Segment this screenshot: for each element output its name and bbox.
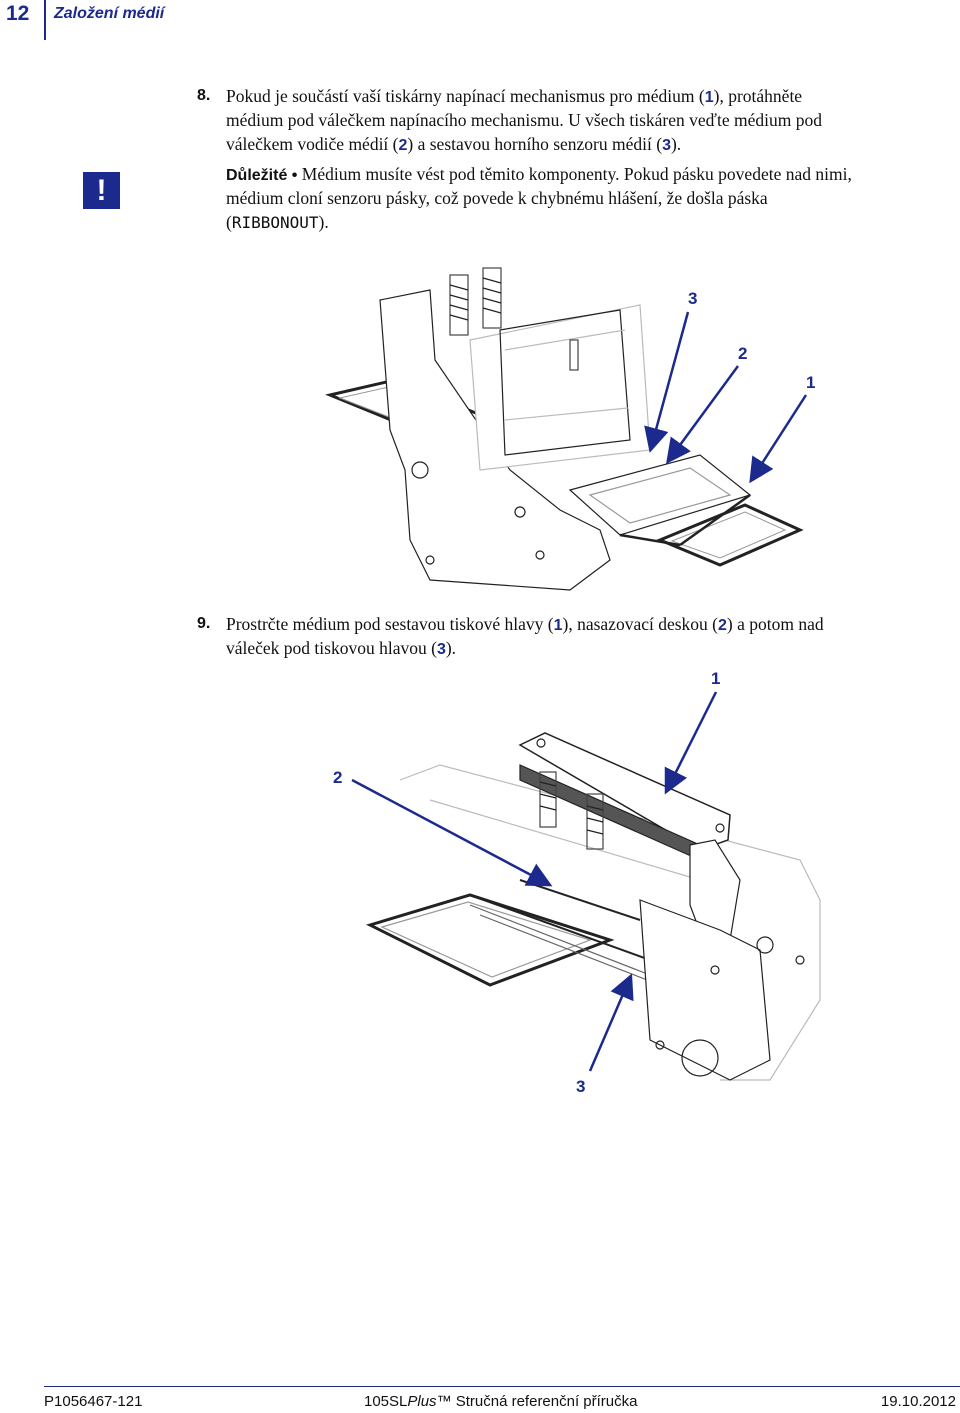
figure-1-illustration: [325, 267, 804, 591]
figure-1-callout-3: 3: [688, 289, 697, 308]
step-8-ref-3: 3: [662, 137, 671, 154]
step-8-line3c: ).: [670, 134, 682, 154]
figure-2-callout-2: 2: [333, 768, 342, 787]
footer-title-a: 105SL: [364, 1393, 408, 1410]
important-line3b: ).: [318, 212, 329, 232]
figure-1-arrow-3: [644, 311, 690, 453]
step-8-line1b: ), protáhněte: [713, 86, 803, 106]
page-number: 12: [6, 2, 30, 25]
step-9-line1c: ) a potom nad: [726, 614, 824, 634]
figure-2-illustration: [365, 732, 821, 1081]
step-8-line1a: Pokud je součástí vaší tiskárny napínací…: [226, 86, 705, 106]
figure-2-callout-3: 3: [576, 1077, 585, 1096]
footer-divider: [44, 1386, 960, 1387]
footer-title: 105SLPlus™ Stručná referenční příručka: [364, 1393, 637, 1410]
step-8-text: Pokud je součástí vaší tiskárny napínací…: [226, 84, 822, 156]
step-8-line3a: válečkem vodiče médií (: [226, 134, 399, 154]
warning-icon: !: [83, 172, 120, 209]
figure-1-callout-2: 2: [738, 344, 747, 363]
figure-2-arrow-3: [588, 973, 634, 1072]
footer-title-italic: Plus: [407, 1393, 437, 1410]
footer-doc-number: P1056467-121: [44, 1393, 143, 1410]
important-line3a: (: [226, 212, 232, 232]
step-8-ref-1: 1: [704, 89, 714, 106]
step-9-line2b: ).: [445, 638, 457, 658]
figure-1-arrow-2: [666, 365, 740, 465]
figure-2-arrow-2: [351, 778, 553, 887]
step-9-ref-1: 1: [553, 617, 563, 634]
important-label: Důležité •: [226, 167, 298, 184]
footer-title-b: ™ Stručná referenční příručka: [436, 1393, 638, 1410]
step-8-line2: médium pod válečkem napínacího mechanism…: [226, 110, 822, 130]
header-divider: [44, 0, 46, 40]
figure-1-callout-1: 1: [806, 373, 815, 392]
step-9-number: 9.: [197, 615, 211, 632]
figure-2-callout-1: 1: [711, 669, 720, 688]
important-note: Důležité • Médium musíte vést pod těmito…: [226, 162, 852, 234]
step-9-line2a: váleček pod tiskovou hlavou (: [226, 638, 437, 658]
figure-2-arrow-1: [664, 691, 718, 795]
step-8-line3b: ) a sestavou horního senzoru médií (: [407, 134, 663, 154]
step-8-number: 8.: [197, 87, 211, 104]
important-line2: médium cloní senzoru pásky, což povede k…: [226, 188, 768, 208]
footer-date: 19.10.2012: [880, 1393, 956, 1410]
step-9-ref-3: 3: [436, 641, 446, 658]
step-9-line1b: ), nasazovací deskou (: [562, 614, 719, 634]
ribbonout-code: RIBBONOUT: [231, 213, 319, 232]
step-9-ref-2: 2: [718, 617, 727, 634]
step-9-line1a: Prostrčte médium pod sestavou tiskové hl…: [226, 614, 554, 634]
step-8-ref-2: 2: [398, 137, 408, 154]
section-title: Založení médií: [54, 5, 165, 22]
figure-1-arrow-1: [749, 394, 808, 484]
important-line1: Médium musíte vést pod těmito komponenty…: [297, 164, 852, 184]
step-9-text: Prostrčte médium pod sestavou tiskové hl…: [226, 612, 824, 660]
